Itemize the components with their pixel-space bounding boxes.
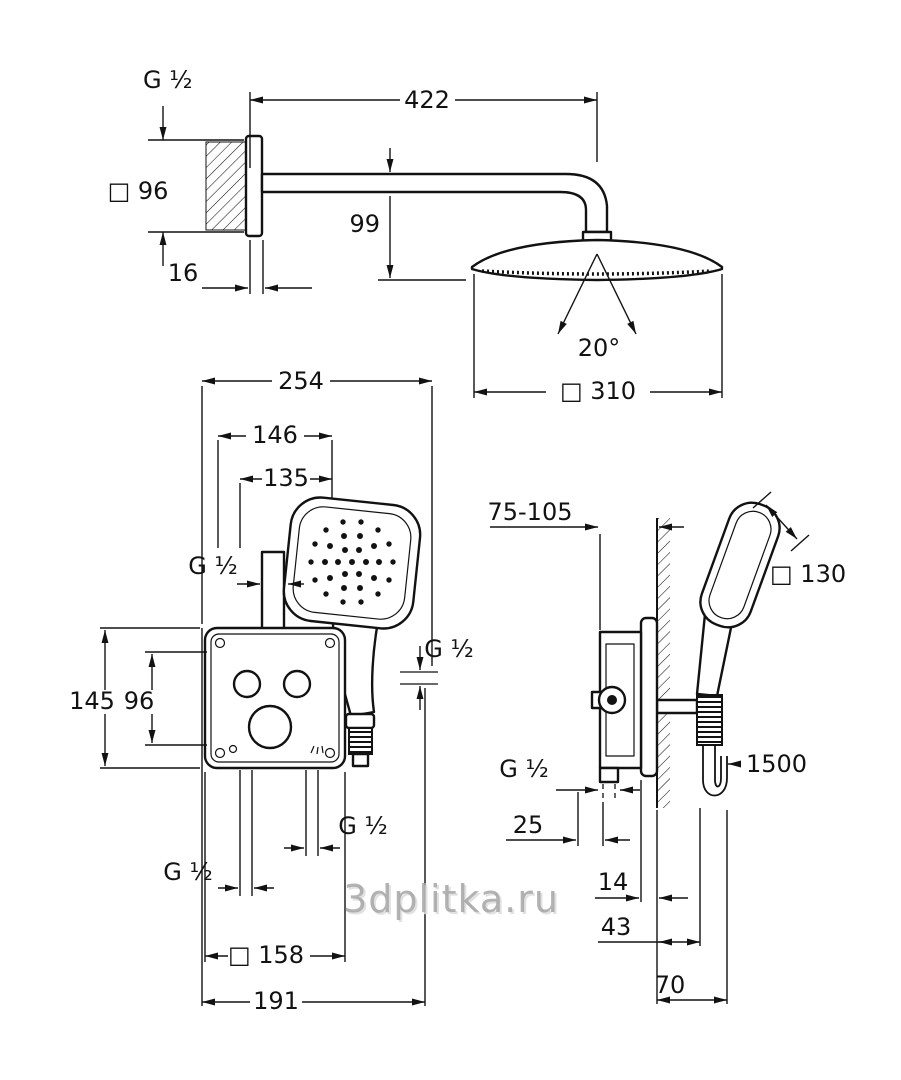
hose-end bbox=[351, 752, 370, 768]
mixer-button-left bbox=[232, 669, 262, 699]
dim-20deg-label: 20° bbox=[578, 334, 621, 362]
supply-stub-side bbox=[598, 766, 620, 784]
dim-arm-length: 422 bbox=[249, 86, 598, 168]
dim-width-254: 254 bbox=[201, 367, 433, 666]
dim-254-label: 254 bbox=[278, 367, 324, 395]
dim-135-label: 135 bbox=[263, 464, 309, 492]
supply-pipe bbox=[260, 550, 286, 632]
dim-99-label: 99 bbox=[349, 210, 380, 238]
spray-dots bbox=[308, 519, 396, 605]
dim-hose-1500: 1500 bbox=[728, 750, 807, 778]
dim-plate-158: □ 158 bbox=[204, 772, 346, 969]
dim-height-145: 145 bbox=[69, 627, 200, 769]
shower-hose bbox=[702, 745, 728, 797]
watermark: 3dplitka.ru bbox=[343, 877, 559, 921]
hand-shower-side-outline bbox=[699, 501, 781, 629]
dim-145-label: 145 bbox=[69, 687, 115, 715]
head-spray-face bbox=[481, 269, 713, 276]
dim-plate-depth-16: 16 bbox=[168, 240, 312, 294]
mixer-knob bbox=[247, 704, 293, 750]
hand-shower-head-side bbox=[699, 501, 781, 629]
dim-width-191: 191 bbox=[201, 628, 426, 1015]
thread-outlet-side-label: G ½ bbox=[499, 755, 549, 783]
dim-96-label: 96 bbox=[124, 687, 155, 715]
dim-offset-25: 25 bbox=[506, 792, 630, 846]
dim-depth-75-105: 75-105 bbox=[487, 498, 684, 630]
mixer-plate-inner bbox=[210, 633, 340, 763]
head-shower bbox=[470, 238, 724, 282]
thread-bottom-right-label: G ½ bbox=[338, 812, 388, 840]
hose-nut-side bbox=[696, 694, 723, 746]
hose-connector bbox=[344, 712, 376, 730]
thread-label-top: G ½ bbox=[143, 66, 193, 94]
side-knob-center bbox=[607, 695, 617, 705]
watermark-shadow: 3dplitka.ru bbox=[345, 879, 561, 923]
dim-422-label: 422 bbox=[404, 86, 450, 114]
dim-offset-43: 43 bbox=[598, 808, 701, 946]
dim-146-label: 146 bbox=[252, 421, 298, 449]
plate-screws bbox=[214, 637, 336, 759]
thread-outlet-right: G ½ bbox=[416, 635, 474, 710]
dim-plate-depth-14: 14 bbox=[595, 780, 688, 1004]
thread-supply-label: G ½ bbox=[188, 552, 238, 580]
dim-arm-height-99: 99 bbox=[349, 148, 466, 281]
dim-14-label: 14 bbox=[598, 868, 629, 896]
thread-bottom-right: G ½ bbox=[284, 770, 388, 856]
mixer-plate bbox=[203, 626, 347, 770]
wall-hatch bbox=[205, 141, 249, 231]
top-view: 422 G ½ □ 96 16 99 20° bbox=[108, 66, 724, 405]
dim-96sq-label: □ 96 bbox=[108, 177, 169, 205]
thread-top-label: G ½ bbox=[143, 66, 193, 94]
thread-outlet-right-label: G ½ bbox=[424, 635, 474, 663]
dim-43-label: 43 bbox=[601, 913, 632, 941]
front-view: 254 146 135 G ½ 145 bbox=[69, 367, 474, 1015]
holder-arm bbox=[655, 698, 699, 715]
hose-nut bbox=[348, 727, 373, 755]
dim-1500-label: 1500 bbox=[746, 750, 807, 778]
dim-offset-70: 70 bbox=[655, 810, 728, 1004]
thread-outlet-side: G ½ bbox=[499, 755, 640, 794]
dim-70-label: 70 bbox=[655, 971, 686, 999]
hand-shower-side-face bbox=[708, 510, 772, 620]
dim-height-96: 96 bbox=[124, 651, 207, 746]
wall-hatch-side bbox=[657, 518, 670, 808]
dim-130sq-label: □ 130 bbox=[770, 560, 846, 588]
dim-handshower-130: □ 130 bbox=[752, 491, 846, 588]
dim-head-310: □ 310 bbox=[473, 274, 723, 405]
dim-25-label: 25 bbox=[513, 811, 544, 839]
hand-shower-face bbox=[292, 506, 412, 620]
dim-75-105-label: 75-105 bbox=[487, 498, 572, 526]
dim-plate-96: □ 96 bbox=[108, 106, 244, 266]
dim-158sq-label: □ 158 bbox=[228, 941, 304, 969]
dim-spray-angle: 20° bbox=[557, 253, 637, 362]
wall-plate-side bbox=[244, 134, 264, 238]
escutcheon-side bbox=[639, 616, 659, 778]
dim-16-label: 16 bbox=[168, 259, 199, 287]
dim-310sq-label: □ 310 bbox=[560, 377, 636, 405]
dim-191-label: 191 bbox=[253, 987, 299, 1015]
dim-width-146: 146 bbox=[217, 421, 333, 548]
thread-supply-front: G ½ bbox=[188, 552, 304, 588]
mixer-button-right bbox=[282, 669, 312, 699]
dim-width-135: 135 bbox=[239, 464, 332, 548]
side-view: 75-105 □ 130 G ½ 1500 25 bbox=[487, 491, 846, 1004]
plate-icons bbox=[228, 744, 324, 755]
thread-bottom-left: G ½ bbox=[163, 770, 274, 896]
shower-arm bbox=[260, 172, 609, 234]
